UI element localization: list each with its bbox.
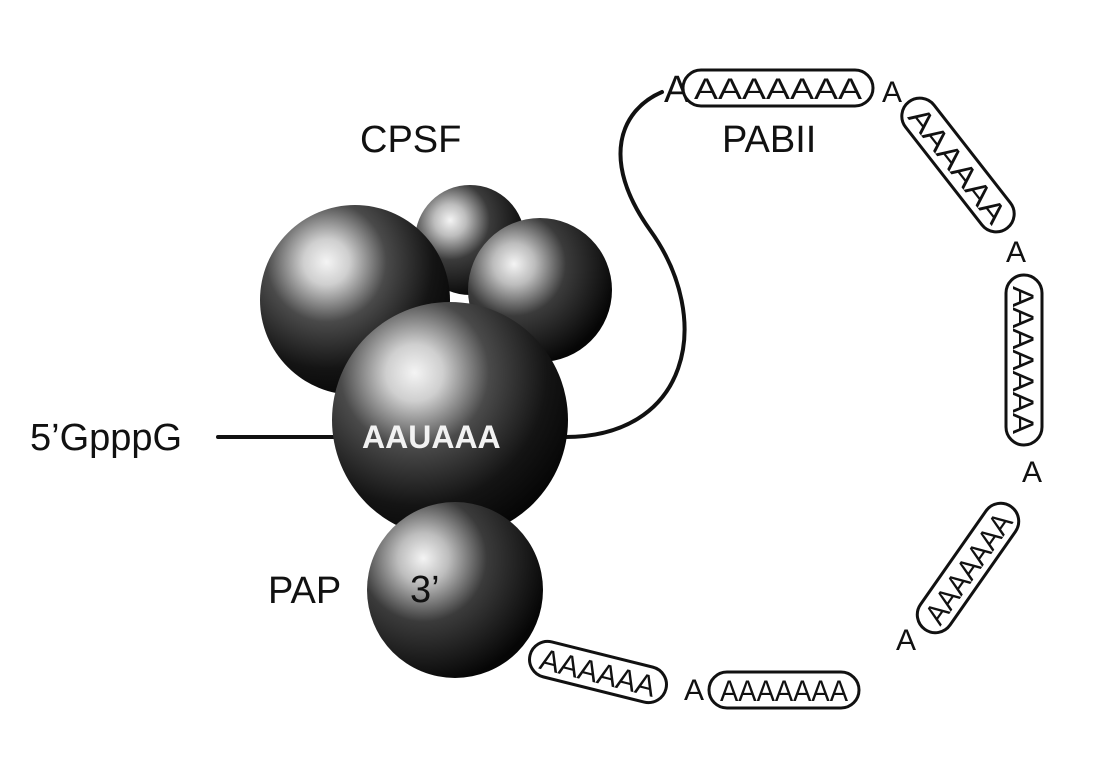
five-prime-cap-label: 5’GpppG [30, 417, 182, 459]
pabii-bound-segment: AAAAAAA [915, 501, 1021, 635]
pabii-capsule [900, 96, 1016, 234]
polya-tail: AAAAAAAAAAAAAAAAAAAAAAAAAAAAAAAAAAAAAAAA… [528, 68, 1044, 710]
pabii-capsule [528, 639, 668, 705]
cpsf-core-sphere [332, 302, 568, 538]
pabii-bound-segment: AAAAAAA [707, 670, 861, 710]
pabii-bound-segment: AAAAAA [900, 96, 1016, 234]
three-prime-end-label: 3’ [410, 569, 440, 611]
aauaaa-signal-label: AAUAAA [362, 419, 501, 455]
pabii-bound-segment: AAAAAAA [681, 68, 875, 108]
polya-linker-base: A [684, 674, 704, 707]
pabii-bound-segment: AAAAAAA [1004, 273, 1044, 447]
polya-segment-text: AAAAAAA [1006, 286, 1039, 434]
pabii-capsule [915, 501, 1021, 635]
cpsf-label: CPSF [360, 119, 461, 161]
polya-linker-base: A [896, 624, 916, 657]
polya-segment-text: AAAAAA [901, 101, 1012, 230]
pabii-capsule [681, 68, 875, 108]
pap-label: PAP [268, 570, 341, 612]
polya-linker-base: A [1006, 236, 1026, 269]
mrna-loop-strand [558, 90, 687, 440]
pabii-bound-segment: AAAAAA [528, 639, 668, 705]
polya-segment-text: AAAAAAA [720, 675, 848, 708]
polya-linker-base: A [1022, 456, 1042, 489]
polya-linker-base: A [882, 76, 902, 109]
pabii-label: PABII [722, 119, 816, 161]
polya-segment-text: AAAAAAA [694, 73, 862, 106]
pabii-capsule [707, 670, 861, 710]
pap-sphere [367, 502, 543, 678]
polya-segment-text: AAAAAAA [919, 507, 1019, 631]
pabii-capsule [1004, 273, 1044, 447]
